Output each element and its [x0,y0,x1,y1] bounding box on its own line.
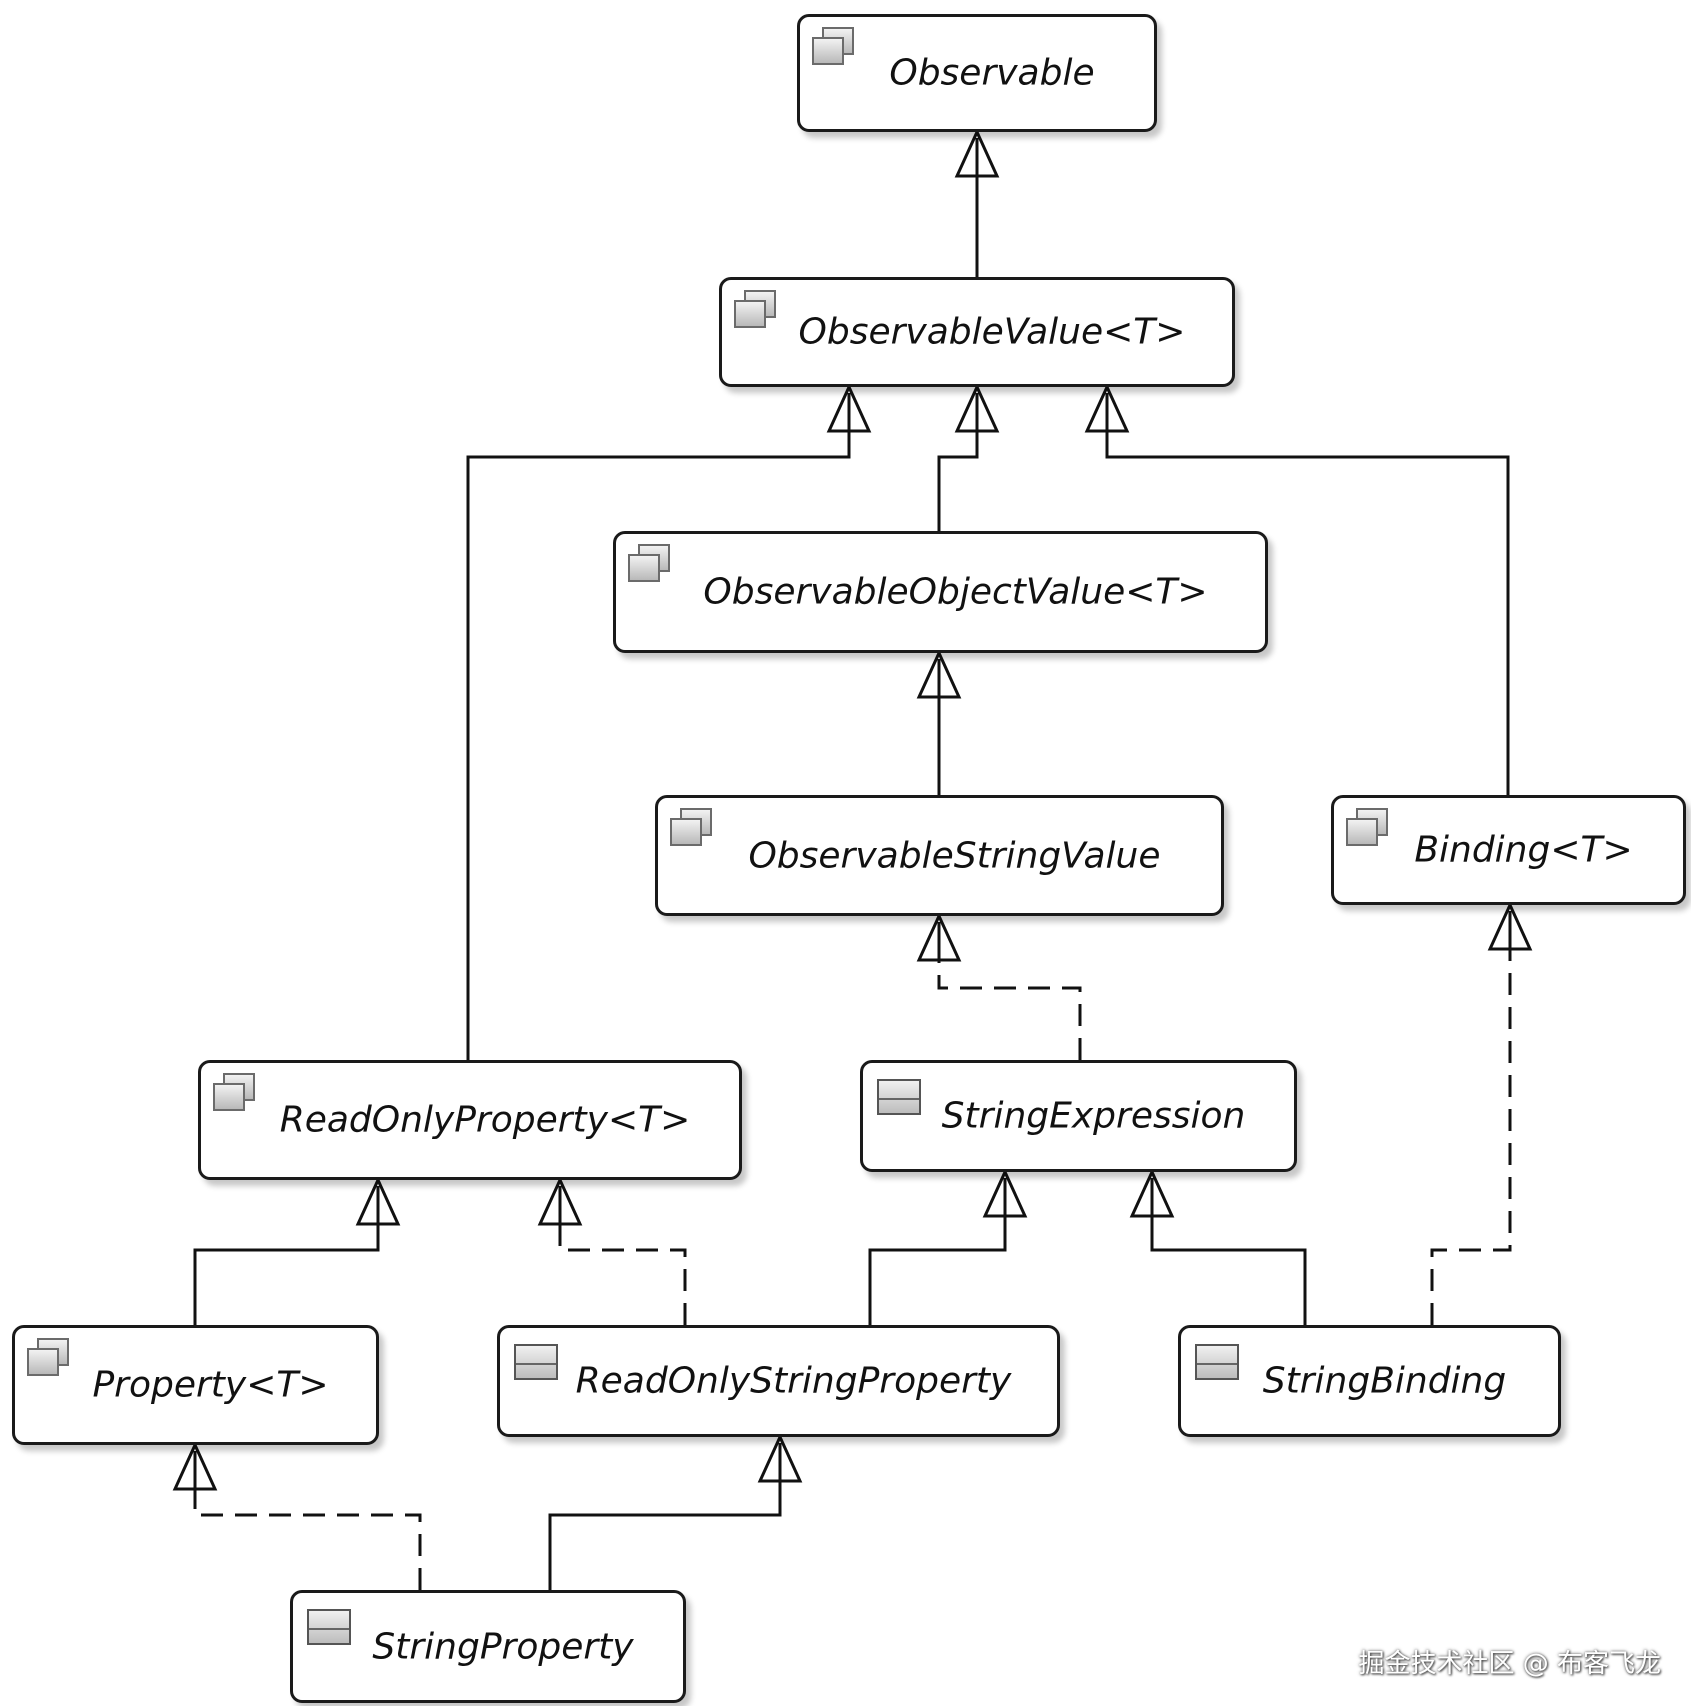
node-string-expression[interactable]: StringExpression [860,1060,1297,1172]
node-label: ObservableValue<T> [798,311,1186,353]
interface-icon [1344,808,1396,854]
class-icon [510,1338,562,1384]
interface-icon [211,1073,263,1119]
edge-string-property-to-read-only-string-property [548,1433,803,1590]
class-icon [303,1603,355,1649]
node-label: StringProperty [372,1626,634,1667]
node-label: Binding<T> [1414,829,1633,871]
edge-line [466,427,851,1060]
node-label: ObservableStringValue [748,835,1161,876]
edge-read-only-string-property-to-string-expression [868,1168,1028,1325]
edge-read-only-string-property-to-read-only-property [537,1176,687,1325]
interface-icon [626,544,678,590]
node-label: StringBinding [1262,1360,1507,1402]
edge-observable-value-to-observable [954,128,1000,277]
node-read-only-string-property[interactable]: ReadOnlyStringProperty [497,1325,1060,1437]
edge-line [193,1485,422,1590]
node-observable-object-value[interactable]: ObservableObjectValue<T> [613,531,1268,653]
node-label: Property<T> [92,1364,329,1406]
node-label: ReadOnlyStringProperty [575,1360,1012,1402]
node-property[interactable]: Property<T> [12,1325,379,1445]
watermark-text: 掘金技术社区 @ 布客飞龙 [1358,1649,1661,1679]
interface-icon [25,1338,77,1384]
node-string-property[interactable]: StringProperty [290,1590,686,1703]
edge-observable-string-value-to-observable-object-value [916,649,962,795]
node-label: Observable [889,52,1095,94]
edge-string-binding-to-binding [1430,901,1533,1325]
class-icon [1191,1338,1243,1384]
node-label: StringExpression [941,1095,1246,1137]
edge-line [1150,1212,1307,1325]
edge-line [937,427,979,531]
interface-icon [732,290,784,336]
edge-property-to-read-only-property [193,1176,401,1325]
node-label: ReadOnlyProperty<T> [279,1099,691,1141]
node-binding[interactable]: Binding<T> [1331,795,1686,905]
edge-line [558,1220,687,1325]
edge-string-property-to-property [172,1441,422,1590]
interface-icon [668,808,720,854]
edge-line [193,1220,380,1325]
edge-read-only-property-to-observable-value [466,383,872,1060]
node-observable-string-value[interactable]: ObservableStringValue [655,795,1224,916]
edge-line [937,956,1082,1060]
node-string-binding[interactable]: StringBinding [1178,1325,1561,1437]
node-observable-value[interactable]: ObservableValue<T> [719,277,1235,387]
edge-line [1430,945,1512,1325]
edge-line [868,1212,1007,1325]
node-read-only-property[interactable]: ReadOnlyProperty<T> [198,1060,742,1180]
edge-string-expression-to-observable-string-value [916,912,1082,1060]
interface-icon [810,27,862,73]
edge-line [548,1477,782,1590]
edge-string-binding-to-string-expression [1129,1168,1307,1325]
node-observable[interactable]: Observable [797,14,1157,132]
edge-binding-to-observable-value [1084,383,1510,795]
node-label: ObservableObjectValue<T> [703,571,1208,613]
edge-observable-object-value-to-observable-value [937,383,1000,531]
class-icon [873,1073,925,1119]
edge-line [1105,427,1510,795]
